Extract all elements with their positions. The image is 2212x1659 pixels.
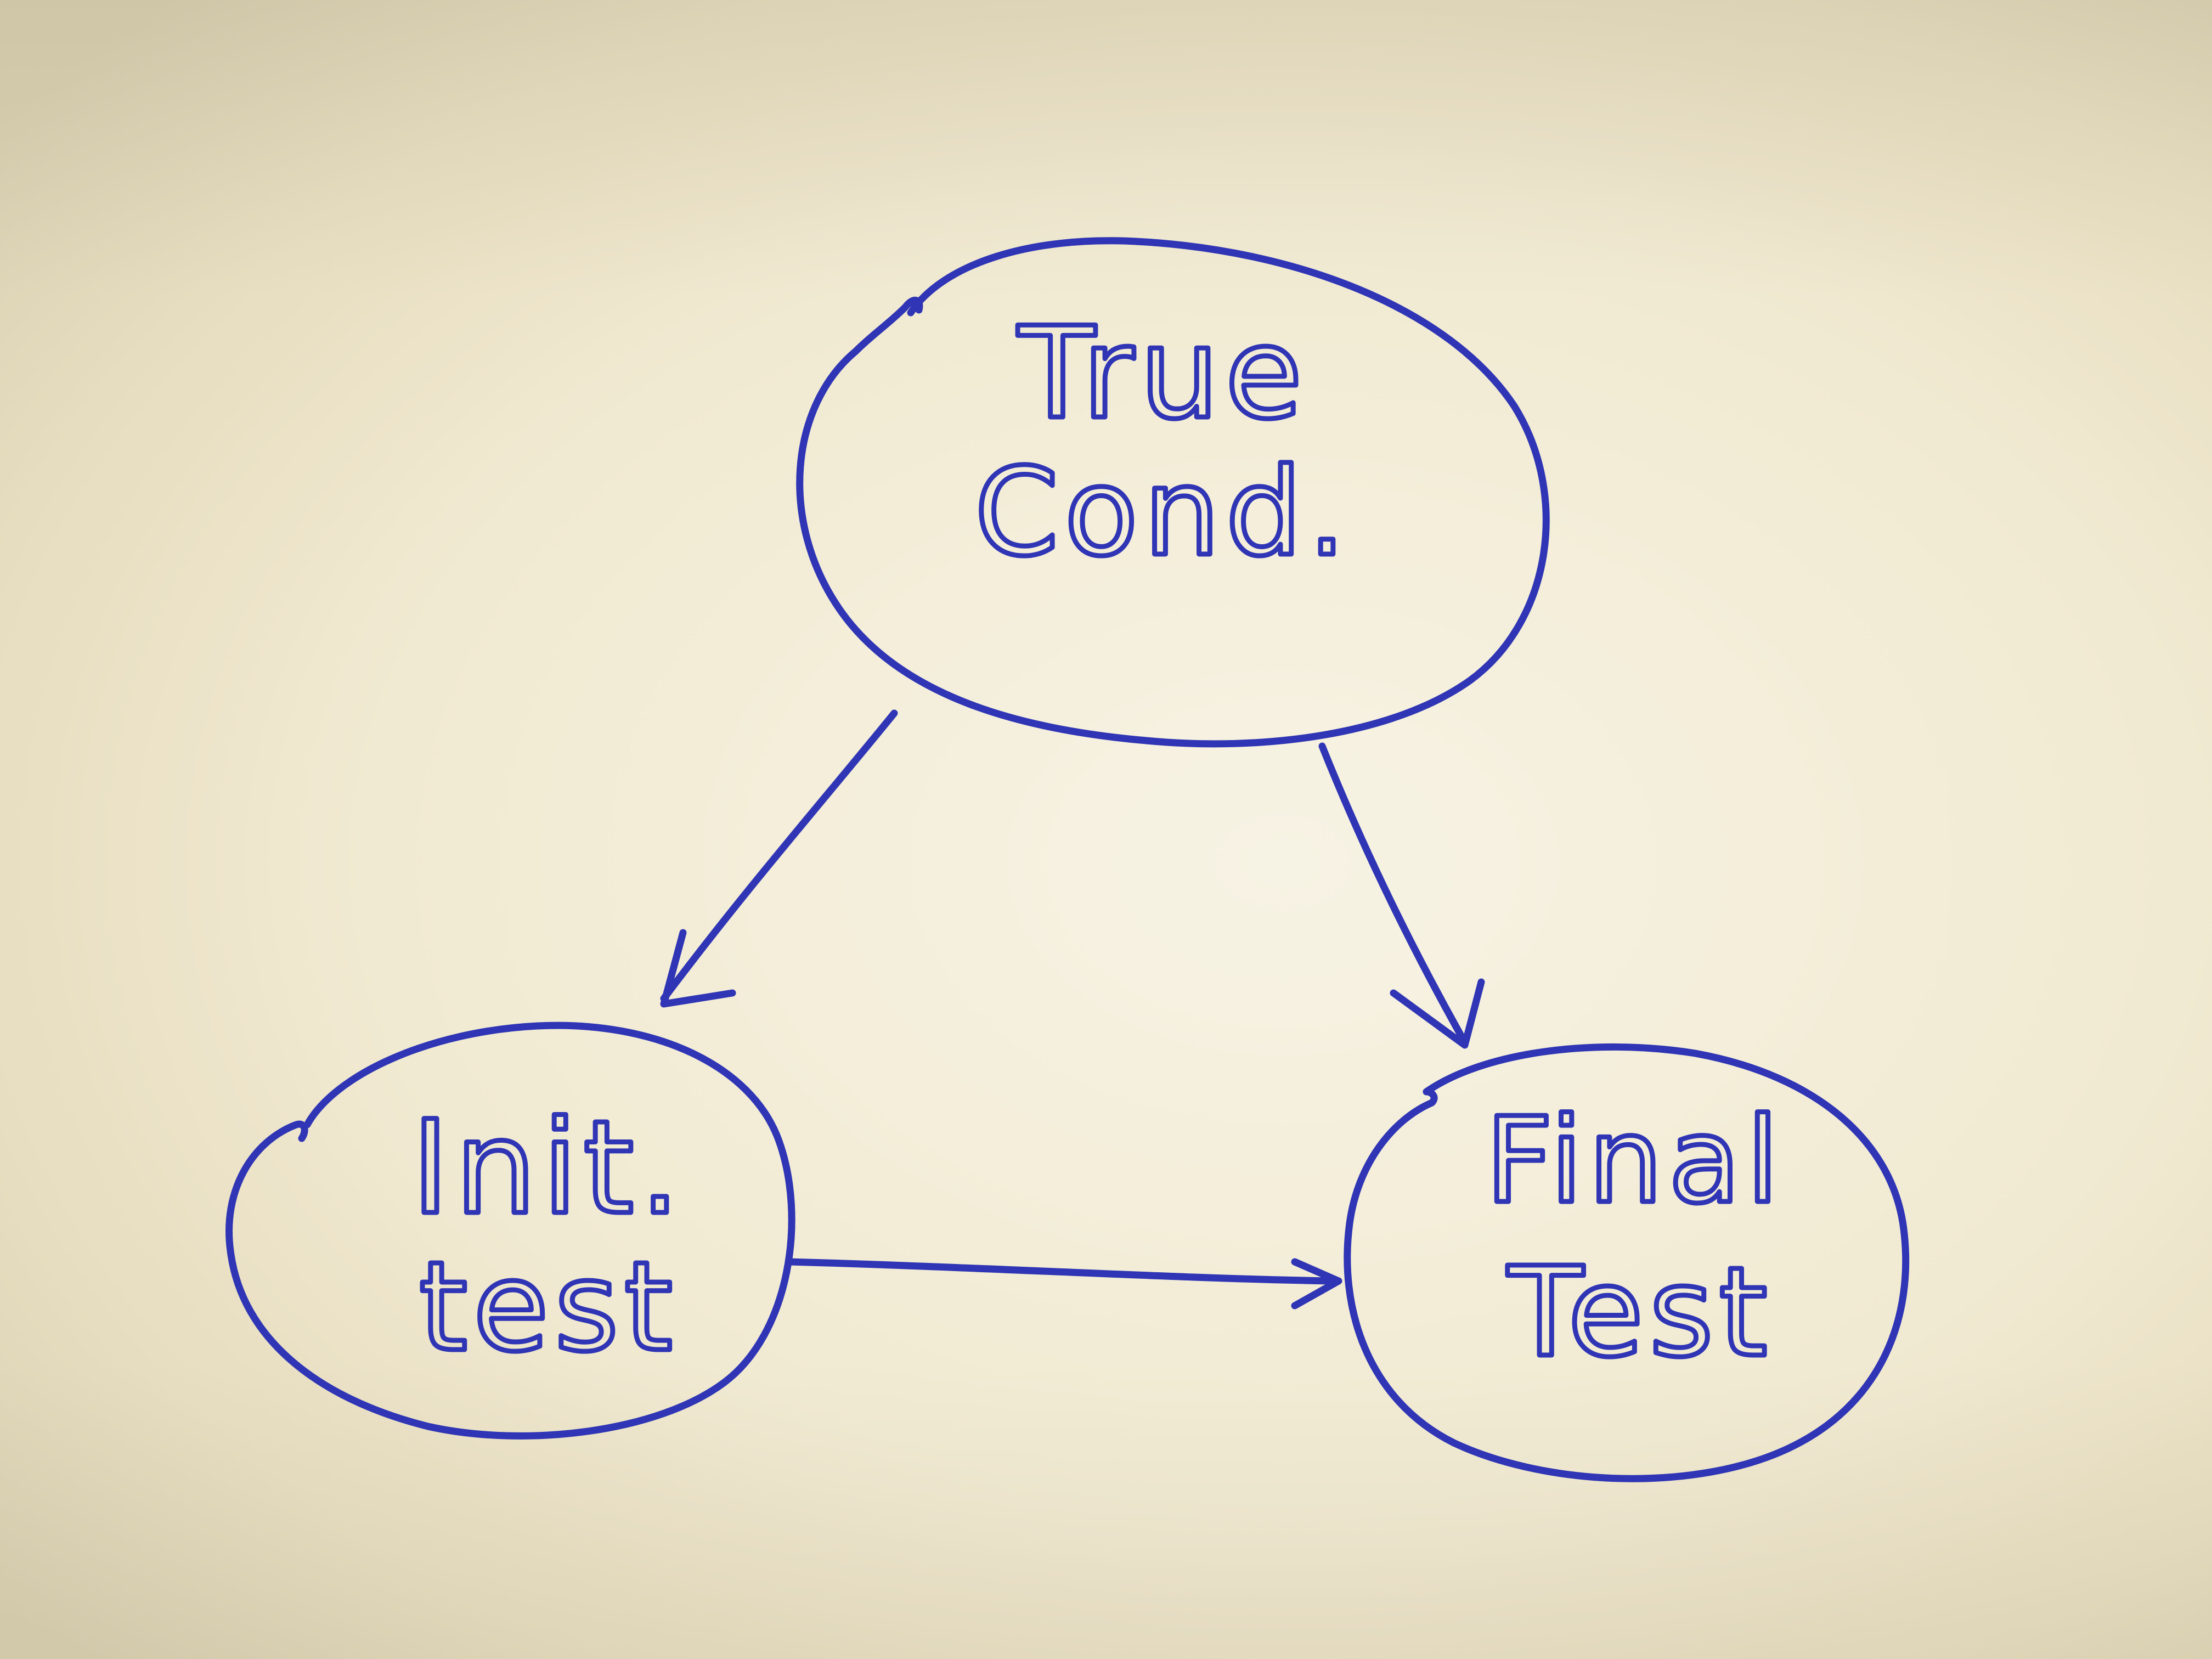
node-init-test-outline (225, 1022, 795, 1440)
node-init-test-line-1: Init. (411, 1093, 686, 1243)
node-final-test-line-1: Final (1485, 1092, 1785, 1229)
node-true-cond-line-2: Cond. (974, 442, 1351, 583)
node-true-cond-outline (796, 237, 1550, 748)
node-init-test-line-2: test (419, 1235, 678, 1379)
node-init-test: Init. test (225, 1022, 795, 1440)
edge-init-test-to-final-test (786, 1258, 1342, 1310)
edge-true-cond-to-init-test-line (660, 709, 898, 1002)
edge-true-cond-to-final-test (1318, 742, 1485, 1049)
edge-init-test-to-final-test-arrowhead (1291, 1258, 1342, 1310)
node-final-test-line-2: Test (1507, 1241, 1773, 1385)
edge-true-cond-to-final-test-arrowhead (1390, 978, 1485, 1049)
edge-init-test-to-final-test-line (786, 1258, 1337, 1285)
edge-true-cond-to-final-test-line (1318, 742, 1469, 1046)
edge-true-cond-to-init-test-arrowhead (660, 929, 736, 1008)
node-true-cond: True Cond. (796, 237, 1550, 748)
node-final-test-outline (1344, 1043, 1910, 1482)
edge-true-cond-to-init-test (660, 709, 898, 1008)
node-final-test: Final Test (1344, 1043, 1910, 1482)
node-true-cond-line-1: True (1018, 301, 1308, 447)
